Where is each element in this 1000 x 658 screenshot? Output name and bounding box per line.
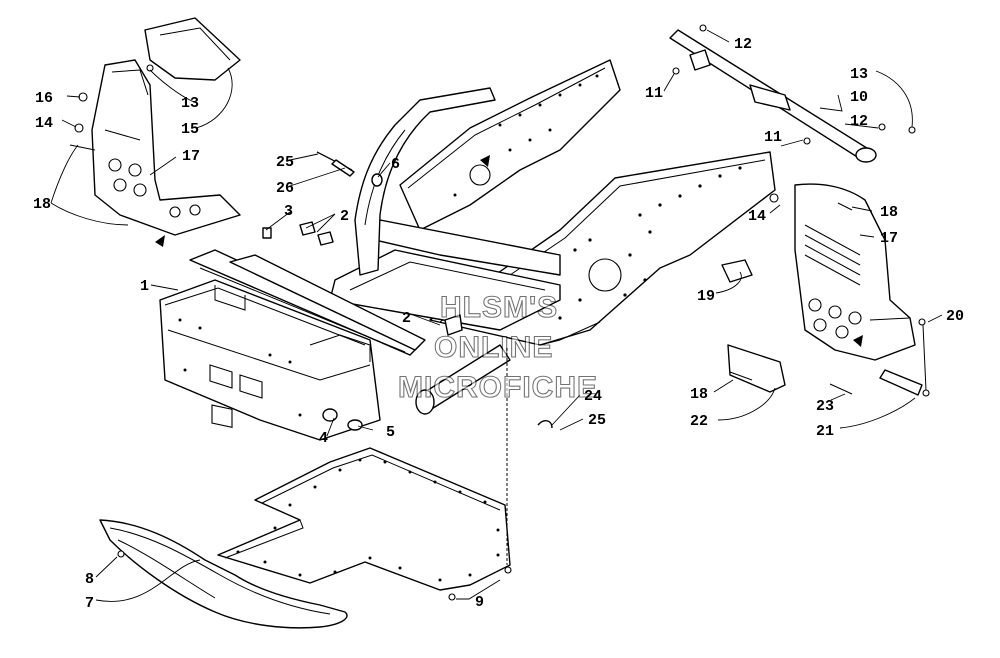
callout-4: 4 (319, 430, 328, 447)
direction-arrows (155, 155, 863, 347)
callout-23: 23 (816, 398, 834, 415)
callout-11b: 11 (764, 129, 782, 146)
watermark-line-3: MICROFICHE (398, 371, 598, 404)
leader-lines (50, 29, 943, 602)
callout-18c: 18 (690, 386, 708, 403)
left-steering-support (91, 59, 241, 236)
callout-25a: 25 (588, 412, 606, 429)
callouts: 1 2 2 3 4 5 6 7 8 9 10 11 11 12 12 13 13… (33, 36, 964, 612)
callout-12b: 12 (850, 113, 868, 130)
right-support-vent (804, 224, 861, 286)
callout-16: 16 (35, 90, 53, 107)
left-frame-panel (399, 59, 621, 231)
callout-20: 20 (946, 308, 964, 325)
lower-cross-tube (415, 344, 511, 415)
callout-15: 15 (181, 121, 199, 138)
bulkhead-holes (178, 318, 302, 417)
callout-21: 21 (816, 423, 834, 440)
belly-pan (217, 447, 511, 591)
callout-17b: 17 (880, 230, 898, 247)
fasteners (69, 24, 930, 601)
front-bulkhead (159, 279, 381, 441)
callout-24: 24 (584, 388, 602, 405)
skid-plate (99, 519, 348, 629)
callout-14b: 14 (748, 208, 766, 225)
watermark: HLSM'S ONLINE MICROFICHE (397, 290, 598, 404)
callout-18b: 18 (880, 204, 898, 221)
callout-2a: 2 (340, 208, 349, 225)
callout-13b: 13 (181, 95, 199, 112)
callout-7: 7 (85, 595, 94, 612)
callout-22: 22 (690, 413, 708, 430)
right-steering-support (794, 183, 916, 361)
belly-pan-holes (236, 458, 500, 582)
callout-1: 1 (140, 278, 149, 295)
callout-25b: 25 (276, 154, 294, 171)
callout-13a: 13 (850, 66, 868, 83)
small-hardware (262, 173, 923, 431)
callout-14a: 14 (35, 115, 53, 132)
callout-18a: 18 (33, 196, 51, 213)
callout-6: 6 (391, 156, 400, 173)
callout-8: 8 (85, 571, 94, 588)
chassis-tunnel (329, 219, 561, 331)
watermark-line-1: HLSM'S (440, 291, 558, 324)
callout-17a: 17 (182, 148, 200, 165)
right-frame-holes (558, 166, 742, 320)
callout-2b: 2 (402, 310, 411, 327)
callout-11a: 11 (645, 85, 663, 102)
callout-9: 9 (475, 594, 484, 611)
steering-post-tube (669, 29, 877, 163)
callout-3: 3 (284, 203, 293, 220)
engine-mount-rails (189, 249, 426, 356)
callout-5: 5 (386, 424, 395, 441)
callout-12a: 12 (734, 36, 752, 53)
watermark-line-2: ONLINE (434, 331, 553, 364)
callout-10: 10 (850, 89, 868, 106)
left-frame-holes (453, 74, 599, 197)
callout-26: 26 (276, 180, 294, 197)
callout-19: 19 (697, 288, 715, 305)
steering-bracket (144, 17, 241, 81)
